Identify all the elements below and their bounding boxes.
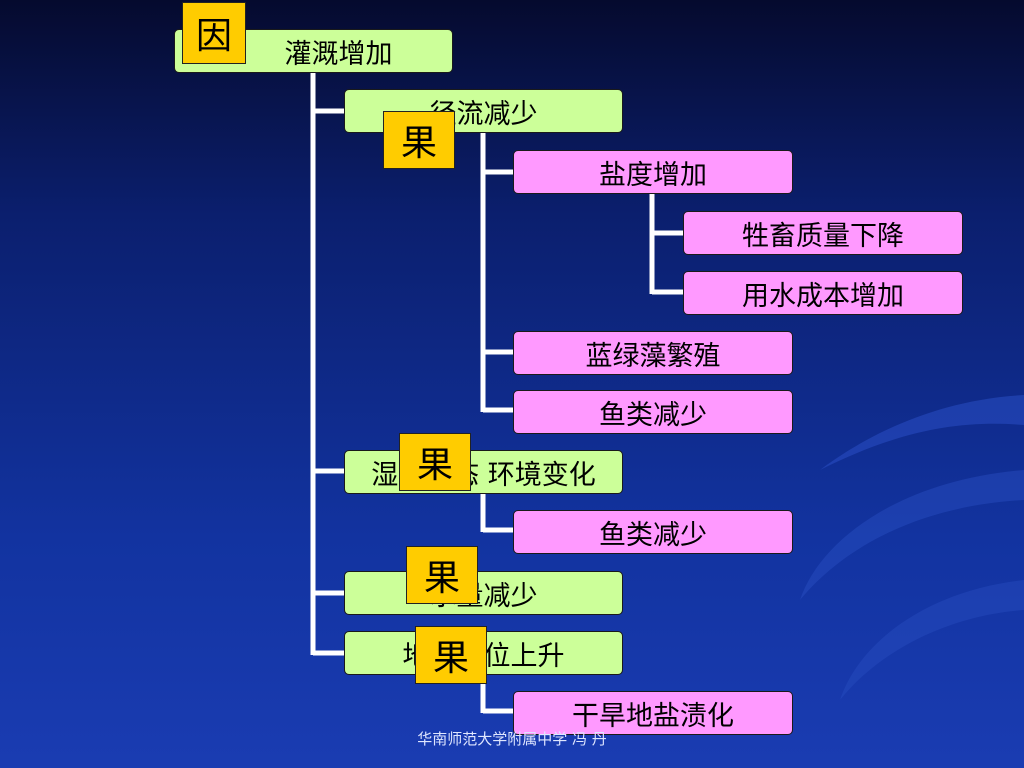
tag-effect-3: 果: [406, 546, 478, 604]
tag-effect-4: 果: [415, 626, 487, 684]
node-yulei-1-label: 鱼类减少: [599, 399, 707, 431]
node-yulei-2-label: 鱼类减少: [599, 519, 707, 551]
node-yandu-label: 盐度增加: [599, 159, 707, 191]
footer-credit: 华南师范大学附属中学 冯 丹: [417, 730, 607, 748]
node-yongshui-label: 用水成本增加: [742, 280, 904, 312]
tag-cause-label: 因: [195, 16, 232, 57]
node-ganhan: 干旱地盐渍化: [513, 691, 793, 735]
node-yongshui: 用水成本增加: [683, 271, 963, 315]
node-ganhan-label: 干旱地盐渍化: [572, 700, 734, 732]
tag-effect-4-label: 果: [432, 638, 469, 679]
tag-effect-3-label: 果: [423, 558, 460, 599]
node-yulei-1: 鱼类减少: [513, 390, 793, 434]
node-shengchu-label: 牲畜质量下降: [742, 220, 904, 252]
tag-effect-1: 果: [383, 111, 455, 169]
node-guangai-label: 灌溉增加: [284, 38, 393, 70]
node-yandu: 盐度增加: [513, 150, 793, 194]
node-lanlvzao: 蓝绿藻繁殖: [513, 331, 793, 375]
node-shengchu: 牲畜质量下降: [683, 211, 963, 255]
node-shuiliang: 水量减少: [344, 571, 623, 615]
node-shidi: 湿地生态 环境变化: [344, 450, 623, 494]
node-yulei-2: 鱼类减少: [513, 510, 793, 554]
tag-effect-2: 果: [399, 433, 471, 491]
tag-effect-1-label: 果: [400, 123, 437, 164]
node-lanlvzao-label: 蓝绿藻繁殖: [585, 340, 721, 372]
tag-cause: 因: [182, 2, 246, 64]
tag-effect-2-label: 果: [416, 445, 453, 486]
